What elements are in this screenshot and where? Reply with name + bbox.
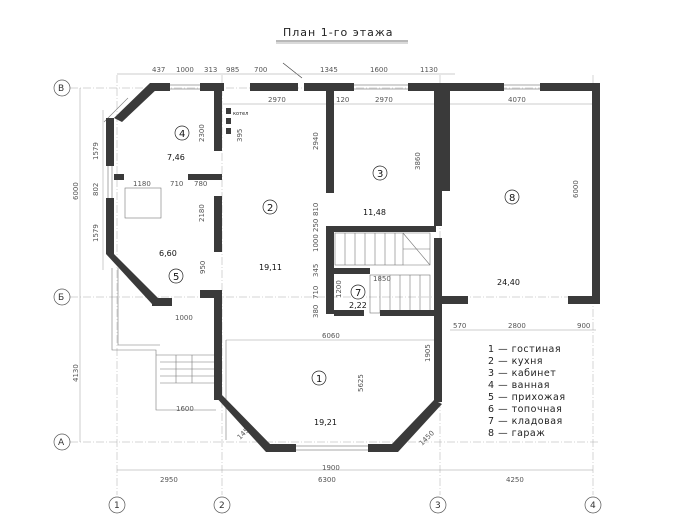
svg-text:710: 710 bbox=[170, 180, 183, 188]
room-area-8: 24,40 bbox=[497, 278, 520, 287]
svg-text:570: 570 bbox=[453, 322, 466, 330]
svg-text:950: 950 bbox=[199, 261, 207, 274]
svg-text:8: 8 bbox=[509, 193, 515, 204]
svg-text:1180: 1180 bbox=[133, 180, 151, 188]
svg-text:710: 710 bbox=[312, 286, 320, 299]
svg-text:1850: 1850 bbox=[373, 275, 391, 283]
svg-text:1450: 1450 bbox=[418, 429, 436, 447]
svg-text:313: 313 bbox=[204, 66, 217, 74]
room-marker-5: 5 bbox=[168, 268, 184, 284]
svg-text:1905: 1905 bbox=[424, 344, 432, 362]
svg-text:2950: 2950 bbox=[160, 476, 178, 484]
svg-text:2300: 2300 bbox=[198, 124, 206, 142]
svg-text:1579: 1579 bbox=[92, 142, 100, 160]
axis-marker-row-b: Б bbox=[53, 288, 71, 306]
walls bbox=[106, 83, 600, 452]
svg-text:1579: 1579 bbox=[92, 224, 100, 242]
room-area-3: 11,48 bbox=[363, 208, 386, 217]
svg-text:4250: 4250 bbox=[506, 476, 524, 484]
svg-text:985: 985 bbox=[226, 66, 239, 74]
svg-text:7 — кладовая: 7 — кладовая bbox=[488, 416, 563, 427]
svg-text:В: В bbox=[58, 84, 64, 94]
svg-text:250: 250 bbox=[312, 219, 320, 232]
svg-text:1600: 1600 bbox=[176, 405, 194, 413]
axis-marker-row-v: В bbox=[53, 79, 71, 97]
svg-text:4130: 4130 bbox=[72, 364, 80, 382]
svg-text:5: 5 bbox=[173, 272, 179, 283]
svg-text:2940: 2940 bbox=[312, 132, 320, 150]
room-marker-8: 8 bbox=[504, 189, 520, 205]
boiler-label: котел bbox=[233, 111, 248, 117]
svg-text:2: 2 bbox=[267, 203, 273, 214]
room-area-4: 7,46 bbox=[167, 153, 185, 162]
svg-text:2 — кухня: 2 — кухня bbox=[488, 356, 543, 367]
axis-marker-row-a: А bbox=[53, 433, 71, 451]
svg-text:4 — ванная: 4 — ванная bbox=[488, 380, 550, 391]
svg-text:1: 1 bbox=[114, 501, 120, 511]
svg-text:6060: 6060 bbox=[322, 332, 340, 340]
svg-text:1000: 1000 bbox=[175, 314, 193, 322]
svg-text:700: 700 bbox=[254, 66, 267, 74]
axis-marker-col-1: 1 bbox=[108, 496, 126, 514]
room-marker-7: 7 bbox=[350, 284, 366, 300]
svg-text:1345: 1345 bbox=[320, 66, 338, 74]
svg-text:3 — кабинет: 3 — кабинет bbox=[488, 368, 556, 379]
svg-text:900: 900 bbox=[577, 322, 590, 330]
svg-text:7: 7 bbox=[355, 288, 361, 299]
svg-text:2: 2 bbox=[219, 501, 225, 511]
svg-text:4070: 4070 bbox=[508, 96, 526, 104]
axis-marker-col-3: 3 bbox=[429, 496, 447, 514]
room-area-2: 19,11 bbox=[259, 263, 282, 272]
svg-text:2970: 2970 bbox=[268, 96, 286, 104]
svg-text:1200: 1200 bbox=[335, 280, 343, 298]
svg-text:1600: 1600 bbox=[370, 66, 388, 74]
svg-text:780: 780 bbox=[194, 180, 207, 188]
svg-text:4: 4 bbox=[590, 501, 596, 511]
plan-title: План 1-го этажа bbox=[283, 26, 394, 39]
svg-text:1000: 1000 bbox=[176, 66, 194, 74]
room-area-7: 2,22 bbox=[349, 301, 367, 310]
svg-text:6300: 6300 bbox=[318, 476, 336, 484]
axis-marker-col-2: 2 bbox=[213, 496, 231, 514]
svg-text:395: 395 bbox=[236, 129, 244, 142]
svg-text:1900: 1900 bbox=[322, 464, 340, 472]
svg-text:6000: 6000 bbox=[72, 182, 80, 200]
svg-text:810: 810 bbox=[312, 203, 320, 216]
svg-text:2180: 2180 bbox=[198, 204, 206, 222]
dimension-lines bbox=[79, 73, 596, 471]
svg-text:А: А bbox=[58, 438, 65, 448]
svg-text:345: 345 bbox=[312, 264, 320, 277]
svg-text:4: 4 bbox=[179, 129, 185, 140]
svg-text:5 — прихожая: 5 — прихожая bbox=[488, 392, 566, 403]
svg-text:1 — гостиная: 1 — гостиная bbox=[488, 344, 561, 355]
svg-text:1130: 1130 bbox=[420, 66, 438, 74]
room-marker-4: 4 bbox=[174, 125, 190, 141]
svg-text:1: 1 bbox=[316, 374, 322, 385]
svg-text:2800: 2800 bbox=[508, 322, 526, 330]
svg-text:2970: 2970 bbox=[375, 96, 393, 104]
svg-text:802: 802 bbox=[92, 183, 100, 196]
room-area-1: 19,21 bbox=[314, 418, 337, 427]
room-marker-3: 3 bbox=[372, 165, 388, 181]
room-marker-2: 2 bbox=[262, 199, 278, 215]
svg-text:Б: Б bbox=[58, 293, 64, 303]
svg-text:8 — гараж: 8 — гараж bbox=[488, 428, 545, 439]
svg-text:6000: 6000 bbox=[572, 180, 580, 198]
svg-text:120: 120 bbox=[336, 96, 349, 104]
svg-text:3: 3 bbox=[377, 169, 383, 180]
svg-text:6 — топочная: 6 — топочная bbox=[488, 404, 562, 415]
room-marker-1: 1 bbox=[311, 370, 327, 386]
svg-text:3: 3 bbox=[435, 501, 441, 511]
svg-text:380: 380 bbox=[312, 305, 320, 318]
axis-marker-col-4: 4 bbox=[584, 496, 602, 514]
svg-text:5625: 5625 bbox=[357, 374, 365, 392]
room-area-5: 6,60 bbox=[159, 249, 177, 258]
room-legend: 1 — гостиная 2 — кухня 3 — кабинет 4 — в… bbox=[488, 344, 566, 439]
svg-text:437: 437 bbox=[152, 66, 165, 74]
svg-text:1000: 1000 bbox=[312, 234, 320, 252]
svg-text:3860: 3860 bbox=[414, 152, 422, 170]
